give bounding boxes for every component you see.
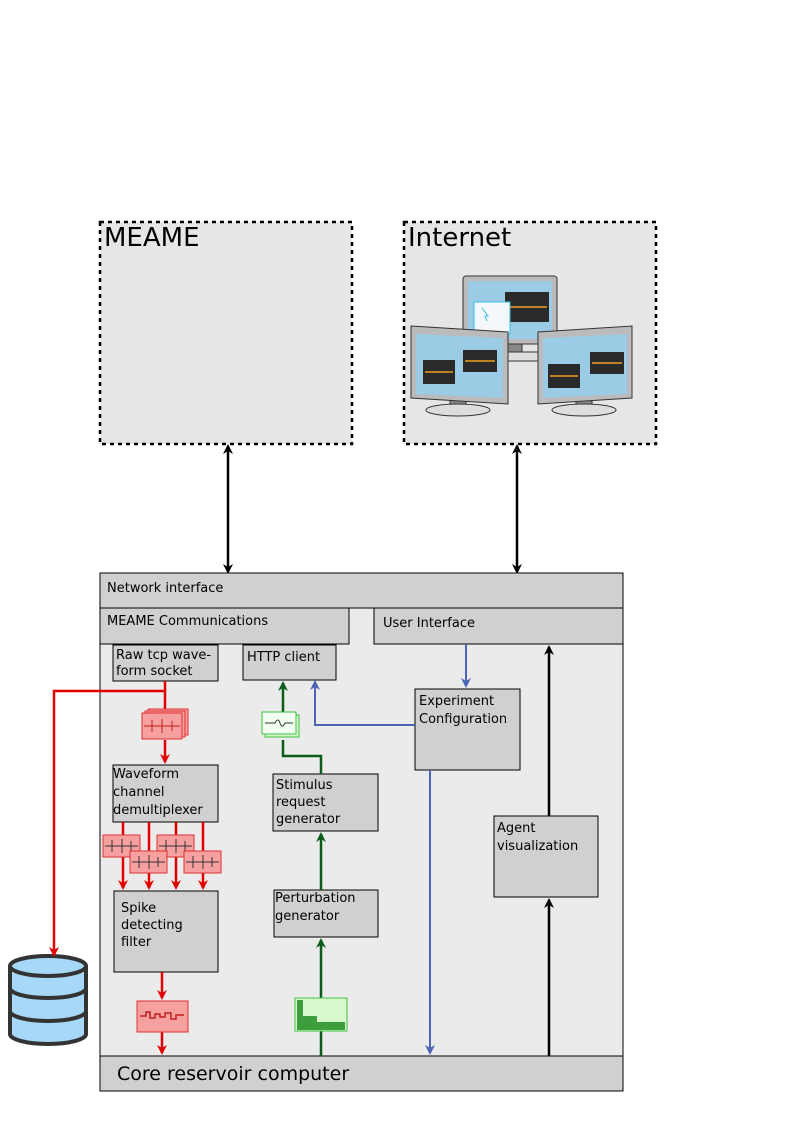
agent-vis-line2: visualization (497, 839, 578, 854)
http-client-label: HTTP client (247, 650, 320, 665)
http-client-box: HTTP client (242, 644, 337, 681)
monitors-icon (410, 275, 633, 417)
stimulus-waveform-icon (261, 711, 300, 738)
network-interface-label: Network interface (107, 581, 223, 596)
core-reservoir-label: Core reservoir computer (117, 1063, 349, 1085)
raw-tcp-label-line2: form socket (116, 664, 192, 679)
perturbation-line2: generator (275, 909, 340, 924)
spike-line1: Spike (121, 901, 156, 916)
configuration-flow (310, 644, 471, 1055)
histogram-icon (294, 997, 348, 1032)
meame-external-box: MEAME (98, 220, 354, 446)
spike-train-icon (136, 1000, 189, 1033)
experiment-configuration-box: Experiment Configuration (414, 688, 521, 771)
agent-visualization-box: Agent visualization (493, 815, 599, 898)
waveform-demultiplexer-box: Waveform channel demultiplexer (112, 764, 219, 823)
spike-filter-box: Spike detecting filter (113, 890, 219, 973)
meame-communications-bar: MEAME Communications (99, 607, 350, 645)
spike-line2: detecting (121, 918, 183, 933)
stimulus-line1: Stimulus (276, 778, 333, 793)
database-icon (8, 954, 88, 1046)
experiment-config-line2: Configuration (419, 712, 507, 727)
stimulus-generator-box: Stimulus request generator (272, 773, 379, 832)
stimulus-line2: request (276, 795, 325, 810)
core-reservoir-bar: Core reservoir computer (99, 1055, 624, 1092)
waveform-icon (183, 850, 222, 874)
channel-waveforms (102, 834, 222, 874)
demux-line2: channel (113, 785, 164, 800)
demux-line3: demultiplexer (113, 803, 203, 818)
waveform-icon (129, 850, 168, 874)
perturbation-line1: Perturbation (275, 891, 356, 906)
raw-tcp-label-line1: Raw tcp wave- (116, 648, 211, 663)
internet-title: Internet (408, 223, 511, 253)
demux-line1: Waveform (113, 767, 179, 782)
meame-title: MEAME (104, 223, 200, 253)
meame-communications-label: MEAME Communications (107, 614, 268, 629)
user-interface-label: User Interface (383, 616, 475, 631)
spike-line3: filter (121, 935, 152, 950)
perturbation-generator-box: Perturbation generator (273, 889, 379, 938)
network-interface-bar: Network interface (99, 572, 624, 609)
raw-tcp-socket-box: Raw tcp wave- form socket (112, 644, 219, 682)
experiment-config-line1: Experiment (419, 694, 494, 709)
stimulus-line3: generator (276, 812, 341, 827)
stimulus-flow (278, 681, 326, 1056)
user-interface-bar: User Interface (373, 607, 624, 645)
waveform-bundle-icon (141, 708, 189, 740)
agent-vis-line1: Agent (497, 821, 535, 836)
